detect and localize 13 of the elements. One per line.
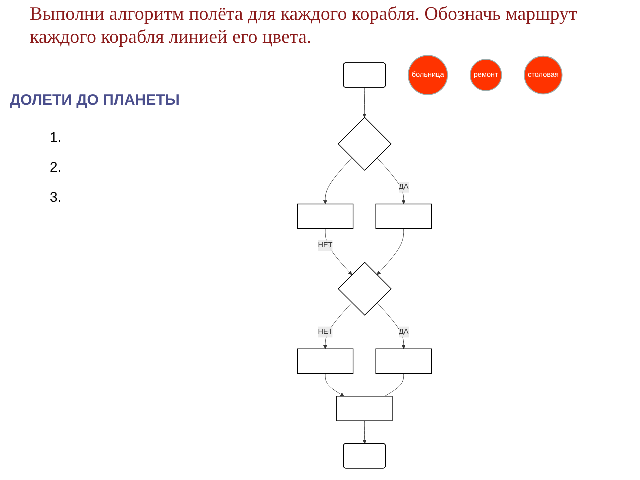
node-box [336,396,393,421]
ship-number: 1. [50,128,63,145]
instruction-text: Выполни алгоритм полёта для каждого корабля. Обозначь маршрут каждого корабля линией его цвета. [30,4,578,50]
node-diamond [338,262,392,316]
ship-number: 3. [50,188,63,205]
node-diamond [338,116,392,171]
node-box [376,348,432,374]
node-box [376,204,432,229]
node-box [297,204,354,229]
node-box [297,348,354,374]
heading-text: ДОЛЕТИ ДО ПЛАНЕТЫ [10,92,181,109]
ship-number: 2. [50,158,63,175]
connector [384,373,404,396]
